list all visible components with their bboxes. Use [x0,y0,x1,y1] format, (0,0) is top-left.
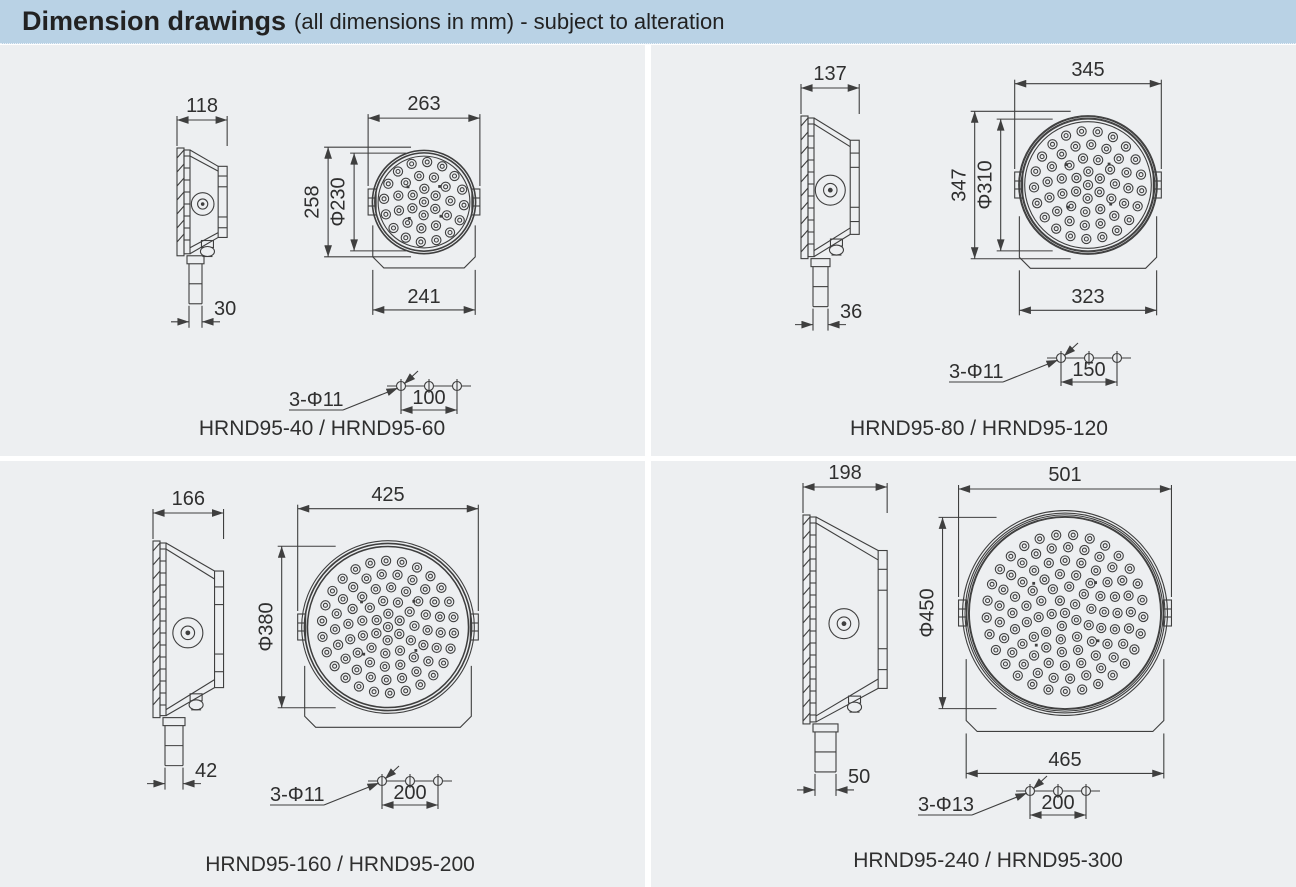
dim-stem-width: 30 [214,297,237,320]
dim-front-height: 258 [301,185,324,219]
mount-holes-label: 3-Φ11 [289,389,344,411]
dim-hole-span: 200 [1041,792,1075,814]
model-label: HRND95-160 / HRND95-200 [205,853,475,876]
dim-stem-width: 50 [848,765,871,788]
dim-side-width: 166 [171,488,205,510]
dim-lens-diameter: Φ380 [255,602,278,652]
dim-front-width: 425 [371,483,405,506]
panel-hrnd95-160-200: 166 42 425 Φ380 3-Φ11 200 HRND95-160 / H… [0,461,645,887]
technical-drawing [795,79,1162,386]
dim-front-width: 345 [1071,58,1105,81]
mount-holes-label: 3-Φ11 [270,784,325,806]
mount-holes-label: 3-Φ13 [918,794,974,816]
dim-side-width: 118 [186,95,219,117]
dim-side-width: 198 [828,462,862,484]
page-title: Dimension drawings [22,6,287,36]
dim-hole-span: 200 [393,782,427,804]
dim-hole-span: 100 [412,387,446,409]
technical-drawing [797,483,1173,819]
dim-front-width: 263 [407,93,441,116]
panel-hrnd95-80-120: 137 36 345 347 Φ310 323 3-Φ11 150 HRND95… [651,45,1296,456]
panel-hrnd95-240-300: 198 50 501 Φ450 465 3-Φ13 200 HRND95-240… [651,461,1296,887]
dim-lens-diameter: Φ310 [974,160,997,210]
dim-bracket-width: 241 [407,285,441,308]
dim-hole-span: 150 [1072,359,1106,381]
dim-lens-diameter: Φ450 [916,588,939,638]
page-subtitle: (all dimensions in mm) - subject to alte… [294,8,725,34]
model-label: HRND95-240 / HRND95-300 [853,849,1123,872]
mount-holes-label: 3-Φ11 [949,361,1004,383]
technical-drawing [171,114,481,414]
panel-hrnd95-40-60: 118 30 263 258 Φ230 241 3-Φ11 100 HRND95… [0,45,645,456]
dim-stem-width: 36 [840,300,863,323]
dim-bracket-width: 465 [1048,749,1082,772]
model-label: HRND95-80 / HRND95-120 [850,417,1108,440]
dim-side-width: 137 [813,63,847,85]
technical-drawing [147,504,479,809]
page-header: Dimension drawings (all dimensions in mm… [0,0,1296,44]
dim-lens-diameter: Φ230 [327,177,350,227]
dim-front-width: 501 [1048,464,1082,486]
dim-bracket-width: 323 [1071,286,1105,309]
model-label: HRND95-40 / HRND95-60 [198,417,446,440]
dim-stem-width: 42 [195,759,218,782]
dim-front-height: 347 [948,168,971,202]
